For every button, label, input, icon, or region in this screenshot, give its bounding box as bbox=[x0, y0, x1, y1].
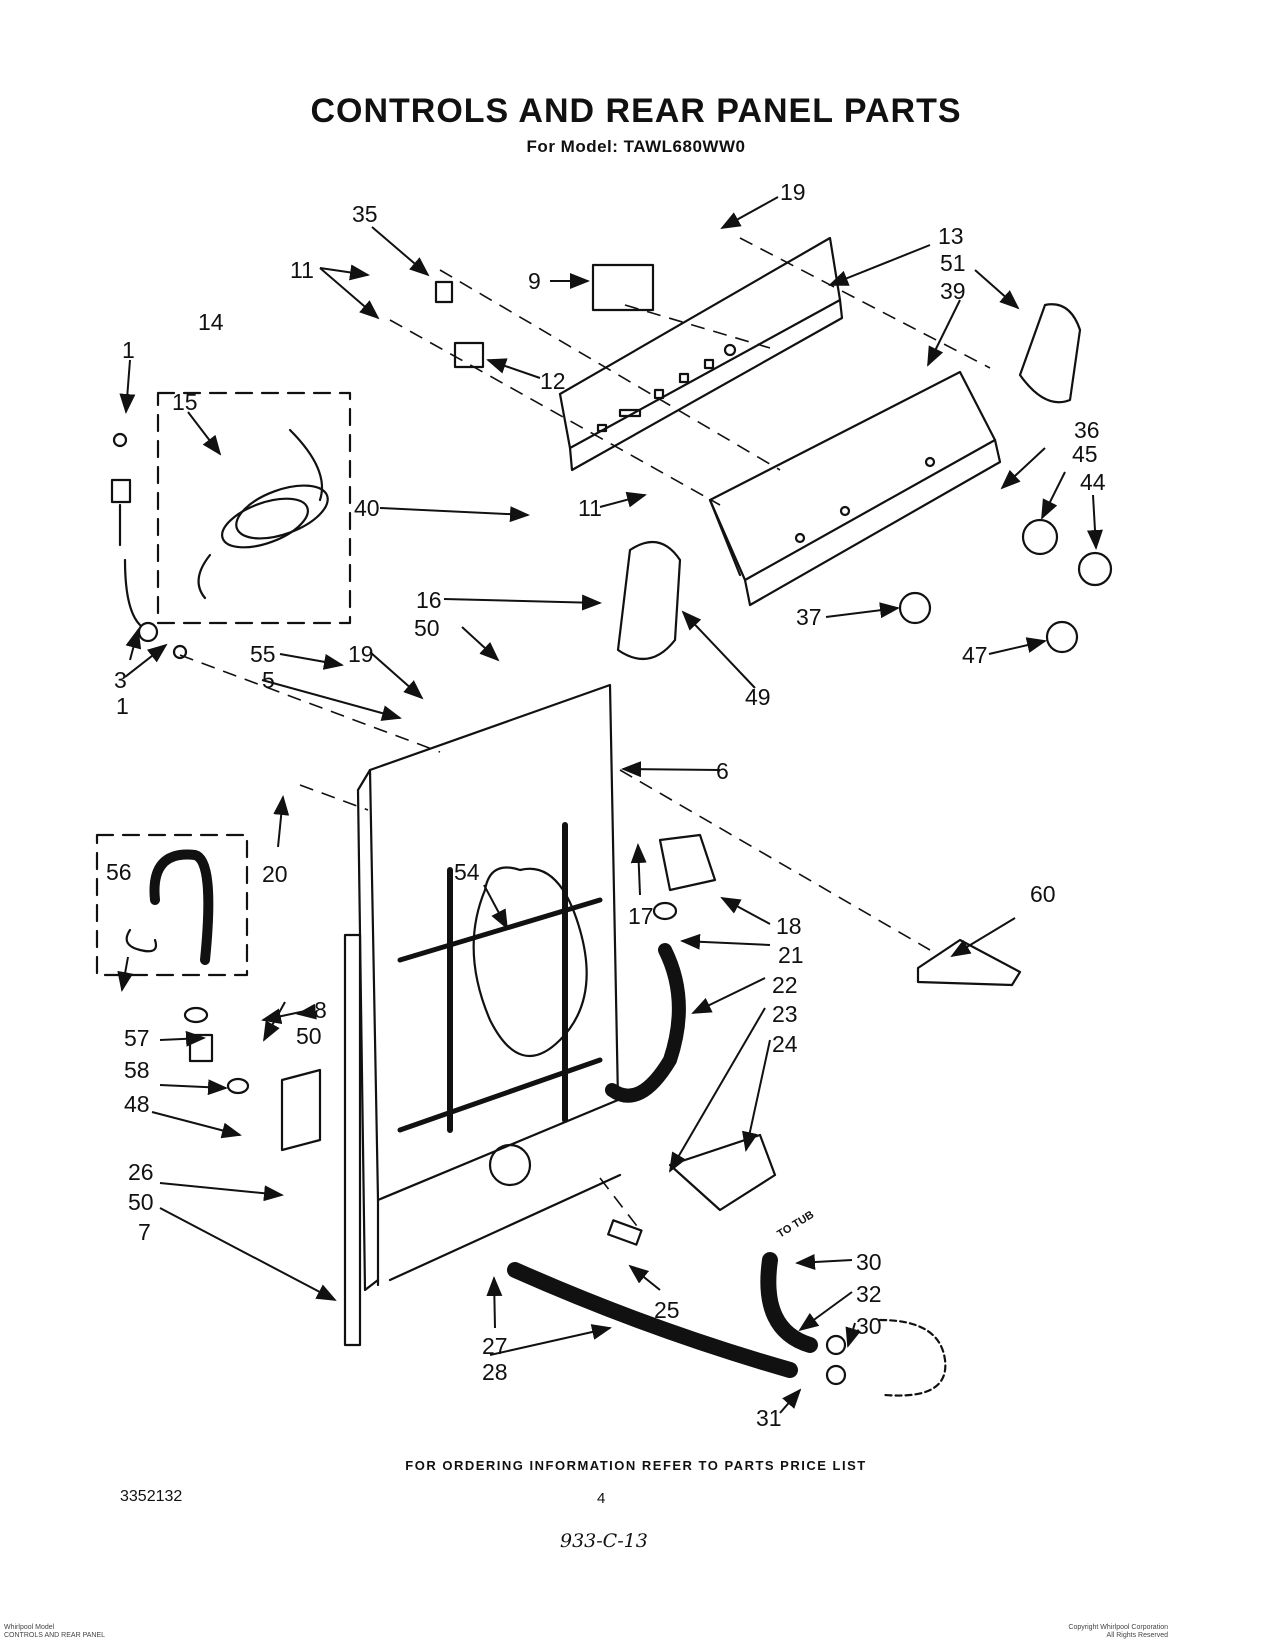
footer-small-left-line2: CONTROLS AND REAR PANEL bbox=[4, 1632, 106, 1639]
inlet-hose bbox=[118, 503, 142, 627]
callout-57: 57 bbox=[124, 1025, 150, 1051]
callout-56: 56 bbox=[106, 859, 132, 885]
callout-24: 24 bbox=[772, 1031, 798, 1057]
drain-hose-group bbox=[95, 833, 249, 977]
callout-19a: 19 bbox=[780, 179, 806, 205]
callout-9: 9 bbox=[528, 268, 541, 294]
timer bbox=[591, 263, 655, 312]
callout-3: 3 bbox=[114, 667, 127, 693]
knob-45 bbox=[1021, 518, 1059, 556]
drain-hose bbox=[507, 1262, 798, 1378]
clip bbox=[434, 280, 454, 304]
handwritten-code: 933-C-13 bbox=[560, 1530, 648, 1552]
footer-small-left: Whirlpool Model CONTROLS AND REAR PANEL bbox=[4, 1624, 105, 1640]
callout-30a: 30 bbox=[856, 1249, 882, 1275]
callout-51: 51 bbox=[940, 250, 966, 276]
callout-22: 22 bbox=[772, 972, 798, 998]
callout-36: 36 bbox=[1074, 417, 1100, 443]
callout-25: 25 bbox=[654, 1297, 680, 1323]
callout-30b: 30 bbox=[856, 1313, 882, 1339]
model-subtitle: For Model: TAWL680WW0 bbox=[526, 137, 746, 156]
callout-20: 20 bbox=[262, 861, 288, 887]
knob-44 bbox=[1077, 551, 1113, 587]
callout-1b: 1 bbox=[116, 693, 129, 719]
document-number: 3352132 bbox=[120, 1488, 183, 1505]
footer-small-right-line2: All Rights Reserved bbox=[1106, 1632, 1168, 1639]
callout-47: 47 bbox=[962, 642, 988, 668]
callout-14: 14 bbox=[198, 309, 224, 335]
fill-hose bbox=[605, 943, 686, 1103]
callout-45: 45 bbox=[1072, 441, 1098, 467]
callout-55: 55 bbox=[250, 641, 276, 667]
callout-48: 48 bbox=[124, 1091, 150, 1117]
page-number: 4 bbox=[597, 1490, 606, 1507]
callout-15: 15 bbox=[172, 389, 198, 415]
callout-50b: 50 bbox=[296, 1023, 322, 1049]
callout-58: 58 bbox=[124, 1057, 150, 1083]
callout-7: 7 bbox=[138, 1219, 151, 1245]
console-housing bbox=[708, 370, 1002, 607]
callout-39: 39 bbox=[940, 278, 966, 304]
callout-50a: 50 bbox=[414, 615, 440, 641]
to-tub-label: TO TUB bbox=[775, 1209, 816, 1241]
rear-panel bbox=[356, 683, 622, 1292]
callout-54: 54 bbox=[454, 859, 480, 885]
callout-23: 23 bbox=[772, 1001, 798, 1027]
callout-18: 18 bbox=[776, 913, 802, 939]
callout-21: 21 bbox=[778, 942, 804, 968]
console-end-cap bbox=[616, 540, 682, 660]
footer-small-right-line1: Copyright Whirlpool Corporation bbox=[1068, 1624, 1168, 1631]
callout-37: 37 bbox=[796, 604, 822, 630]
callout-32: 32 bbox=[856, 1281, 882, 1307]
callout-49: 49 bbox=[745, 684, 771, 710]
callout-11b: 11 bbox=[578, 495, 602, 521]
callout-17: 17 bbox=[628, 903, 654, 929]
console-back-plate bbox=[558, 236, 844, 472]
callout-40: 40 bbox=[354, 495, 380, 521]
callout-16: 16 bbox=[416, 587, 442, 613]
callout-44: 44 bbox=[1080, 469, 1106, 495]
part-25 bbox=[607, 1219, 643, 1246]
power-cord-group bbox=[156, 391, 352, 625]
page-title: CONTROLS AND REAR PANEL PARTS bbox=[310, 92, 962, 130]
callout-5: 5 bbox=[262, 667, 275, 693]
callout-1a: 1 bbox=[122, 337, 135, 363]
console-end-cap-right bbox=[1018, 303, 1082, 404]
side-strip bbox=[343, 933, 362, 1347]
callout-60: 60 bbox=[1030, 881, 1056, 907]
bracket bbox=[668, 1133, 777, 1212]
callout-28: 28 bbox=[482, 1359, 508, 1385]
knob-47 bbox=[1045, 620, 1079, 654]
pump-hose bbox=[760, 1252, 818, 1353]
switch bbox=[453, 341, 485, 369]
callout-8: 8 bbox=[314, 997, 327, 1023]
callout-19b: 19 bbox=[348, 641, 374, 667]
callout-13: 13 bbox=[938, 223, 964, 249]
knob-37 bbox=[898, 591, 932, 625]
callout-35: 35 bbox=[352, 201, 378, 227]
callout-31: 31 bbox=[756, 1405, 782, 1431]
footer-small-left-line1: Whirlpool Model bbox=[4, 1624, 55, 1631]
footer-small-right: Copyright Whirlpool Corporation All Righ… bbox=[1068, 1624, 1168, 1640]
callout-50c: 50 bbox=[128, 1189, 154, 1215]
callout-11a: 11 bbox=[290, 257, 314, 283]
callout-12: 12 bbox=[540, 368, 566, 394]
callout-6: 6 bbox=[716, 758, 729, 784]
ordering-note: FOR ORDERING INFORMATION REFER TO PARTS … bbox=[405, 1458, 867, 1473]
callout-26: 26 bbox=[128, 1159, 154, 1185]
callout-27: 27 bbox=[482, 1333, 508, 1359]
water-valve bbox=[658, 833, 717, 892]
